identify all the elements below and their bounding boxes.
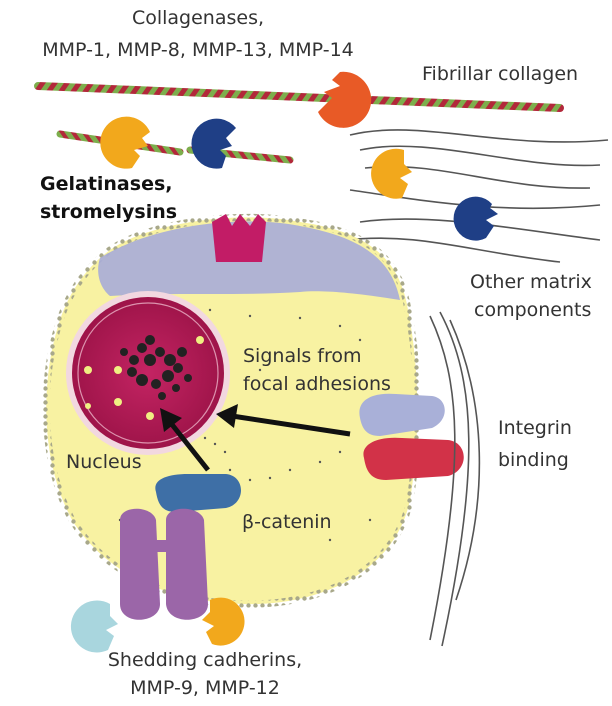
- label-other-matrix-1: Other matrix: [470, 271, 592, 293]
- mmp-gelatinase-yellow: [100, 117, 150, 169]
- integrin-fibers: [430, 312, 479, 646]
- other-matrix-fibers: [345, 130, 608, 262]
- label-collagenases-2: MMP-1, MMP-8, MMP-13, MMP-14: [42, 39, 354, 61]
- mmp-shedding-lightblue: [71, 600, 118, 652]
- nucleus: [66, 291, 230, 455]
- label-gelatinases-1: Gelatinases,: [40, 173, 172, 195]
- mmp-matrix-blue: [454, 197, 498, 241]
- label-gelatinases-2: stromelysins: [40, 201, 177, 223]
- label-beta-catenin: β-catenin: [242, 511, 332, 533]
- label-integrin-2: binding: [498, 449, 569, 471]
- label-shedding-1: Shedding cadherins,: [108, 649, 302, 671]
- label-signals-1: Signals from: [243, 345, 362, 367]
- label-signals-2: focal adhesions: [243, 373, 391, 395]
- label-fibrillar-collagen: Fibrillar collagen: [422, 63, 578, 85]
- label-collagenases-1: Collagenases,: [132, 7, 264, 29]
- label-nucleus: Nucleus: [66, 451, 142, 473]
- label-integrin-1: Integrin: [498, 417, 572, 439]
- mmp-matrix-yellow: [371, 149, 412, 199]
- beta-catenin: [155, 474, 241, 512]
- membrane-channel: [212, 214, 266, 262]
- label-other-matrix-2: components: [474, 299, 591, 321]
- label-shedding-2: MMP-9, MMP-12: [130, 677, 280, 699]
- mmp-gelatinase-blue: [191, 119, 236, 169]
